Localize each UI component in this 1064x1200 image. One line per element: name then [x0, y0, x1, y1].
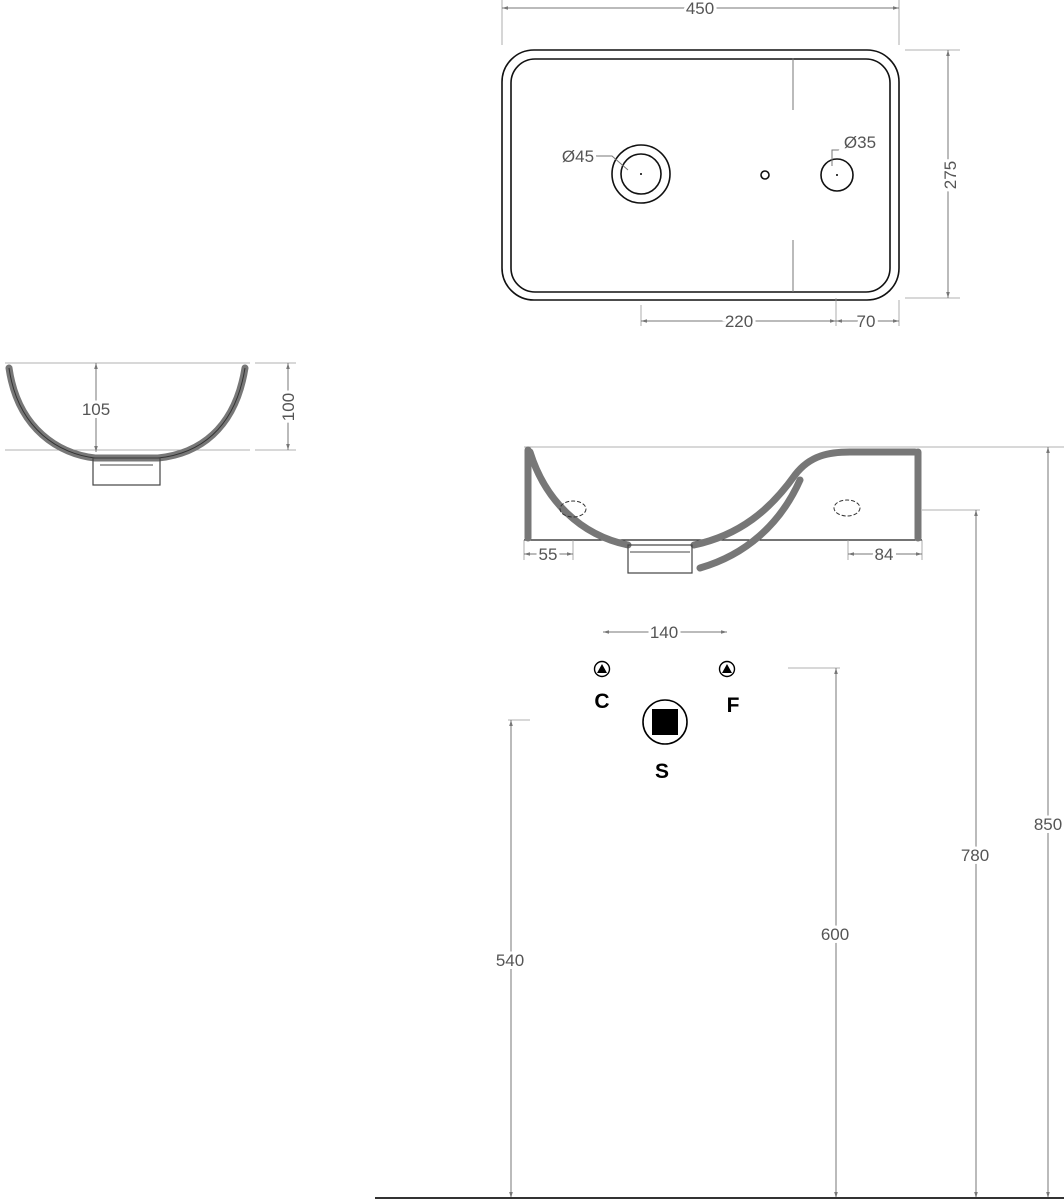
leader-line	[831, 149, 842, 166]
height-dimension: 100	[279, 393, 298, 421]
offset-dimension: 220	[725, 312, 753, 331]
side-view: 105 100	[5, 362, 301, 486]
faucet-hole-outer	[611, 144, 671, 204]
inner-depth-dimension: 105	[82, 400, 110, 419]
hot-label: F	[727, 694, 740, 717]
basin-outer-outline	[501, 49, 900, 301]
depth-dimension: 275	[941, 161, 960, 189]
connections: 140 C F S	[593, 620, 740, 783]
drain-label: S	[655, 760, 669, 783]
fixing-hole	[833, 499, 861, 517]
hole-diameter-label: Ø45	[562, 147, 594, 166]
top-view: Ø45 Ø35 450 275 220 70	[501, 0, 963, 334]
width-dimension: 450	[686, 0, 714, 18]
drain-outlet	[92, 457, 161, 486]
front-view: 55 84	[523, 446, 1064, 574]
overflow-hole	[760, 170, 770, 180]
basin-section	[690, 448, 919, 549]
leader-line	[596, 155, 629, 171]
basin-section	[526, 448, 632, 549]
hole-diameter-label: Ø35	[844, 133, 876, 152]
offset-dimension: 70	[857, 312, 876, 331]
basin-section	[5, 364, 249, 462]
overflow-channel	[696, 476, 804, 572]
faucet-hole-inner	[620, 153, 662, 195]
spacing-dimension: 140	[650, 623, 678, 642]
basin-inner-outline	[510, 58, 891, 293]
cold-label: C	[594, 690, 609, 713]
basin-bottom-height-dimension: 780	[961, 846, 989, 865]
left-offset-dimension: 55	[539, 545, 558, 564]
drain-height-dimension: 540	[496, 951, 524, 970]
basin-top-height-dimension: 850	[1034, 815, 1062, 834]
height-dimensions: 540 600 780 850	[375, 447, 1064, 1199]
supply-height-dimension: 600	[821, 925, 849, 944]
secondary-hole	[820, 158, 854, 192]
drain-outlet	[627, 544, 693, 574]
right-offset-dimension: 84	[875, 545, 894, 564]
fixing-hole	[559, 500, 587, 518]
